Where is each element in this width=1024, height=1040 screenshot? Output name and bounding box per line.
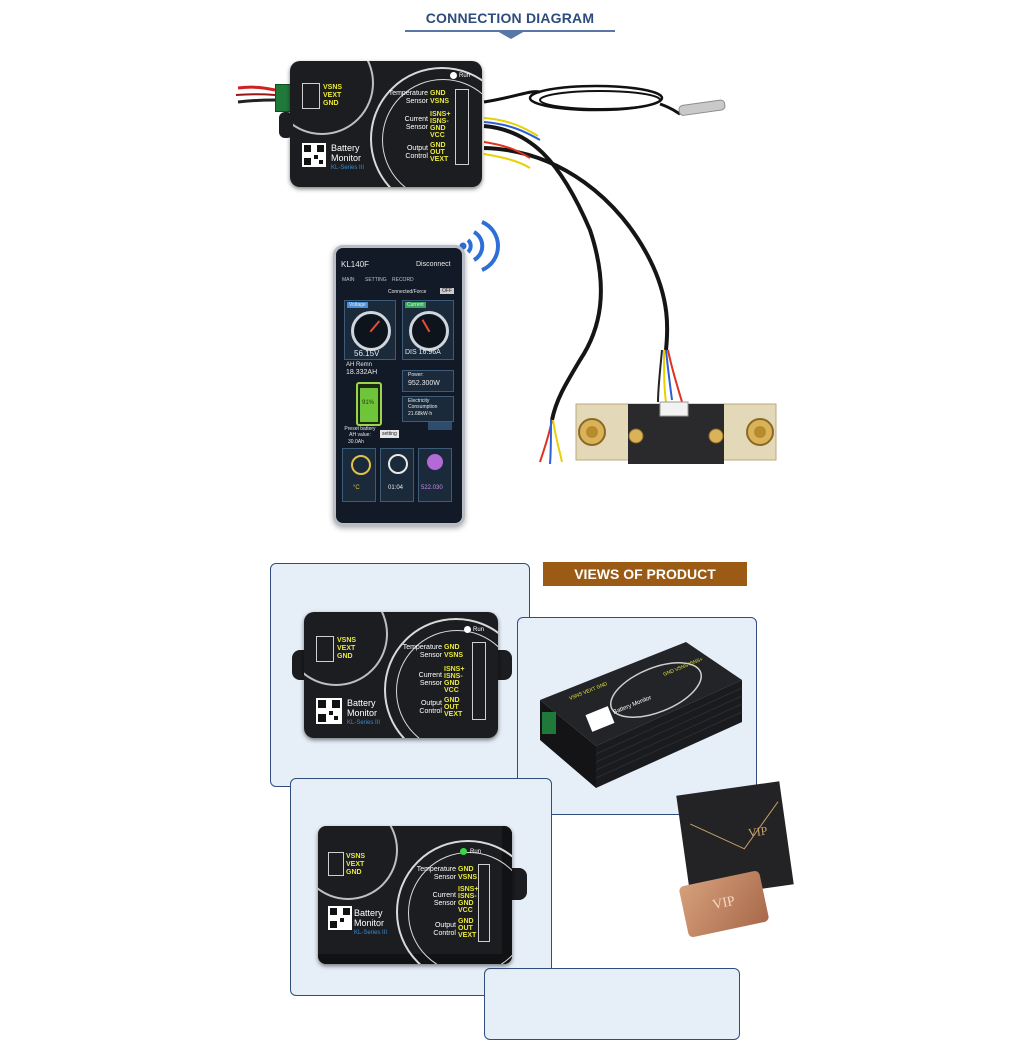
- red-wire: [237, 85, 276, 92]
- wiring-illustration: [235, 84, 777, 465]
- run-label: Run: [459, 73, 471, 79]
- lightning-icon: [427, 454, 443, 470]
- app-title: KL140F: [341, 260, 370, 269]
- heading-arrow-icon: [497, 31, 525, 39]
- power-card: Power: 952.300W: [402, 370, 454, 392]
- current-sensor-label: Current Sensor: [404, 116, 428, 131]
- voltage-gauge-icon: [351, 311, 391, 351]
- clock-icon: [388, 454, 408, 474]
- probe-coil-2: [539, 90, 661, 110]
- battery-monitor-angled-view: Battery Monitor VSNS VEXT GND GND VSNS I…: [536, 640, 744, 790]
- tab-setting[interactable]: SETTING: [365, 277, 387, 283]
- qr-code-icon: [328, 906, 352, 930]
- thermometer-icon: [351, 455, 371, 475]
- angled-device-illustration: Battery Monitor VSNS VEXT GND GND VSNS I…: [540, 642, 743, 788]
- product-view-panel-4: [484, 968, 740, 1040]
- run-led-icon: [450, 72, 457, 79]
- tab-main[interactable]: MAIN: [342, 277, 355, 283]
- voltage-value: 56.15V: [354, 349, 380, 358]
- current-gauge-icon: [409, 311, 449, 351]
- vip-card-dark: VIP: [676, 781, 794, 899]
- views-of-product-heading: VIEWS OF PRODUCT: [543, 562, 747, 586]
- ah-value: 18.332AH: [346, 369, 378, 376]
- qr-code-icon: [302, 143, 326, 167]
- qr-code-icon: [316, 698, 342, 724]
- red-wire-2: [235, 93, 276, 96]
- electricity-card: Electricity Consumption 21.68kW·h: [402, 396, 454, 422]
- phone-app-screen: KL140F Disconnect MAIN SETTING RECORD Co…: [333, 245, 465, 526]
- temperature-sensor-label: Temperature Sensor: [388, 90, 428, 105]
- run-led-icon: [460, 848, 467, 855]
- probe-coil: [528, 84, 664, 112]
- temperature-card: °C: [342, 448, 376, 502]
- gnd-label: GND: [323, 100, 339, 107]
- connection-diagram-heading: CONNECTION DIAGRAM: [425, 10, 595, 26]
- off-toggle[interactable]: OFF: [440, 288, 454, 294]
- vext-label: VEXT: [323, 92, 342, 99]
- wireless-signal-icon: [466, 238, 473, 254]
- shunt-connector: [659, 401, 689, 417]
- battery-monitor-perspective-view: VSNS VEXT GND Run Temperature Sensor GND…: [318, 826, 512, 964]
- battery-monitor-front-view: VSNS VEXT GND Run Temperature Sensor GND…: [304, 612, 498, 738]
- time-card: 01:04: [380, 448, 414, 502]
- probe-tip: [678, 99, 726, 116]
- output-cable: [483, 146, 670, 351]
- current-card: Current DIS 16.96A: [402, 300, 454, 360]
- probe-tail: [659, 102, 681, 116]
- output-control-label: Output Control: [405, 145, 428, 160]
- tab-record[interactable]: RECORD: [392, 277, 414, 283]
- run-led-icon: [464, 626, 471, 633]
- battery-level-icon: 91%: [356, 382, 382, 426]
- setting-button[interactable]: setting: [380, 430, 399, 438]
- energy-card: 522.030: [418, 448, 452, 502]
- black-wire: [237, 98, 276, 104]
- voltage-card: Voltage 56.15V: [344, 300, 396, 360]
- vsns-label: VSNS: [323, 84, 343, 91]
- disconnect-button[interactable]: Disconnect: [416, 261, 451, 268]
- current-value: DIS 16.96A: [405, 349, 441, 356]
- battery-monitor-device-top: VSNS VEXT GND Run Temperature Sensor GND…: [290, 61, 482, 187]
- current-sensor-cable: [483, 124, 603, 421]
- mount-ear: [279, 112, 293, 138]
